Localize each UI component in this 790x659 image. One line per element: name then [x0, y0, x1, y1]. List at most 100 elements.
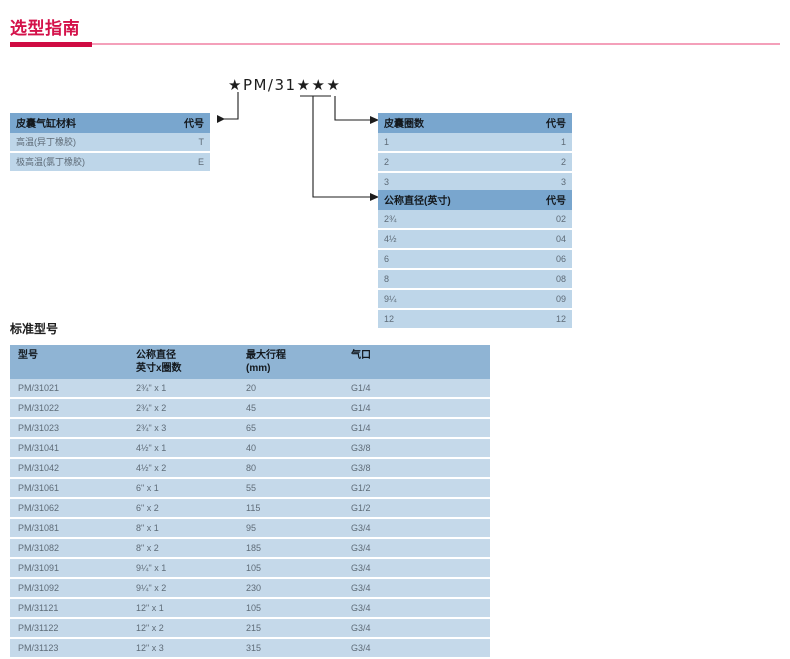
model-cell: PM/31042	[10, 458, 128, 479]
diameter-code: 09	[512, 289, 572, 310]
material-key-table: 皮囊气缸材料 代号 高温(异丁橡胶) T 极高温(氯丁橡胶) E	[10, 113, 210, 173]
model-cell: PM/31062	[10, 498, 128, 519]
table-row: 极高温(氯丁橡胶) E	[10, 152, 210, 173]
diameter-cell: 8" x 1	[128, 518, 238, 539]
port-cell: G3/4	[343, 638, 490, 659]
port-cell: G1/4	[343, 418, 490, 439]
diameter-code: 12	[512, 309, 572, 330]
stroke-cell: 315	[238, 638, 343, 659]
column-header-code: 代号	[512, 113, 572, 133]
convolutions-key-table: 皮囊圈数 代号 1 1 2 2 3 3	[378, 113, 572, 193]
diameter-code: 04	[512, 229, 572, 250]
model-cell: PM/31082	[10, 538, 128, 559]
diameter-cell: 6" x 2	[128, 498, 238, 519]
diameter-key-table: 公称直径(英寸) 代号 2¾ 02 4½ 04 6 06 8 08 9¼ 09 …	[378, 190, 572, 330]
diameter-code: 02	[512, 210, 572, 230]
column-header-diameter: 公称直径 英寸x圈数	[128, 345, 238, 379]
table-row: 4½ 04	[378, 229, 572, 250]
convolutions-code: 2	[512, 152, 572, 173]
column-header-diameter: 公称直径(英寸)	[378, 190, 512, 210]
table-row: 高温(异丁橡胶) T	[10, 133, 210, 153]
model-cell: PM/31081	[10, 518, 128, 539]
diameter-label: 4½	[378, 229, 512, 250]
diameter-label: 2¾	[378, 210, 512, 230]
stroke-cell: 55	[238, 478, 343, 499]
table-header-row: 皮囊气缸材料 代号	[10, 113, 210, 133]
model-cell: PM/31021	[10, 379, 128, 399]
diameter-cell: 2¾" x 3	[128, 418, 238, 439]
stroke-cell: 105	[238, 598, 343, 619]
table-row: 2¾ 02	[378, 210, 572, 230]
table-row: 9¼ 09	[378, 289, 572, 310]
model-cell: PM/31123	[10, 638, 128, 659]
port-cell: G3/4	[343, 598, 490, 619]
column-header-stroke-line1: 最大行程	[246, 350, 286, 361]
table-header-row: 皮囊圈数 代号	[378, 113, 572, 133]
stroke-cell: 105	[238, 558, 343, 579]
table-row: 3 3	[378, 172, 572, 193]
convolutions-label: 3	[378, 172, 512, 193]
stroke-cell: 215	[238, 618, 343, 639]
convolutions-label: 2	[378, 152, 512, 173]
diameter-label: 12	[378, 309, 512, 330]
model-code-label: ★PM/31★★★	[228, 76, 342, 94]
column-header-model: 型号	[10, 345, 128, 379]
convolutions-code: 1	[512, 133, 572, 153]
stroke-cell: 20	[238, 379, 343, 399]
model-cell: PM/31121	[10, 598, 128, 619]
diameter-code: 06	[512, 249, 572, 270]
port-cell: G1/2	[343, 478, 490, 499]
diameter-label: 9¼	[378, 289, 512, 310]
connector-diagram	[217, 92, 379, 201]
stroke-cell: 80	[238, 458, 343, 479]
diameter-code: 08	[512, 269, 572, 290]
column-header-stroke-line2: (mm)	[246, 363, 271, 374]
port-cell: G3/4	[343, 578, 490, 599]
column-header-diameter-line1: 公称直径	[136, 350, 176, 361]
table-row: 6 06	[378, 249, 572, 270]
material-code: E	[150, 152, 210, 173]
port-cell: G3/4	[343, 538, 490, 559]
table-row: 12 12	[378, 309, 572, 330]
diameter-cell: 12" x 3	[128, 638, 238, 659]
standard-models-heading: 标准型号	[10, 322, 59, 336]
table-row: 2 2	[378, 152, 572, 173]
column-header-convolutions: 皮囊圈数	[378, 113, 512, 133]
port-cell: G3/4	[343, 618, 490, 639]
stroke-cell: 65	[238, 418, 343, 439]
port-cell: G1/2	[343, 498, 490, 519]
stroke-cell: 40	[238, 438, 343, 459]
port-cell: G3/8	[343, 458, 490, 479]
column-header-code: 代号	[150, 113, 210, 133]
model-cell: PM/31061	[10, 478, 128, 499]
title-rule-line	[92, 43, 780, 45]
port-cell: G1/4	[343, 379, 490, 399]
table-header-row: 型号 公称直径 英寸x圈数 最大行程 (mm) 气口	[10, 345, 490, 379]
diameter-cell: 8" x 2	[128, 538, 238, 559]
diameter-cell: 12" x 2	[128, 618, 238, 639]
table-row: 1 1	[378, 133, 572, 153]
convolutions-label: 1	[378, 133, 512, 153]
stroke-cell: 185	[238, 538, 343, 559]
column-header-code: 代号	[512, 190, 572, 210]
model-cell: PM/31022	[10, 398, 128, 419]
stroke-cell: 45	[238, 398, 343, 419]
diameter-cell: 4½" x 2	[128, 458, 238, 479]
model-cell: PM/31092	[10, 578, 128, 599]
port-cell: G1/4	[343, 398, 490, 419]
stroke-cell: 115	[238, 498, 343, 519]
diameter-cell: 12" x 1	[128, 598, 238, 619]
diameter-cell: 4½" x 1	[128, 438, 238, 459]
material-code: T	[150, 133, 210, 153]
